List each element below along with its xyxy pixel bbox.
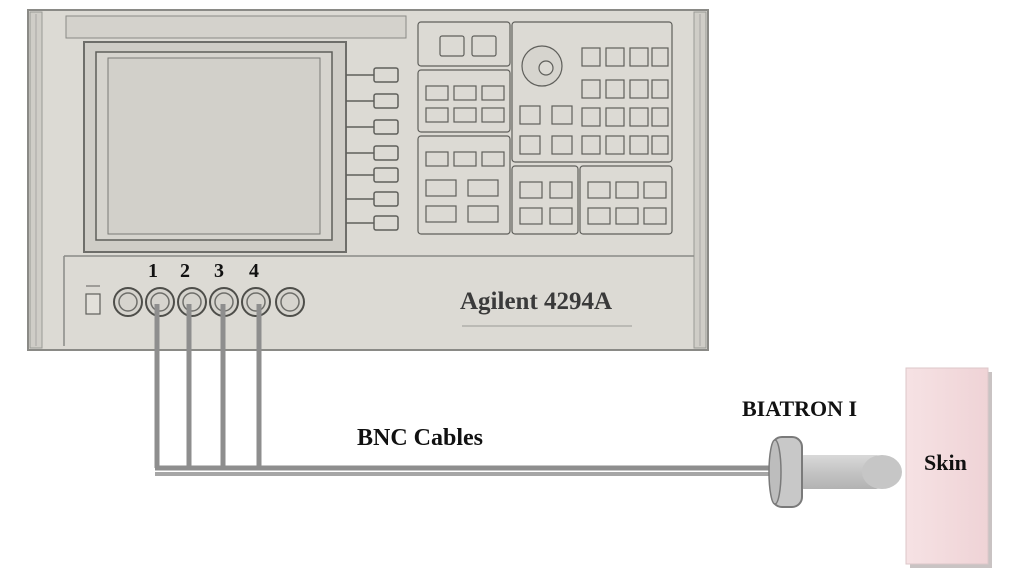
- probe-label: BIATRON I: [742, 396, 858, 421]
- bnc-port-4: [209, 287, 239, 317]
- cables-label: BNC Cables: [357, 425, 484, 451]
- port-label-1: 1: [148, 260, 158, 282]
- biatron-probe: [768, 436, 902, 508]
- instrument-name: Agilent 4294A: [460, 288, 613, 315]
- control-keypad: [417, 21, 673, 235]
- bnc-cables: [154, 304, 775, 476]
- bnc-port-2: [145, 287, 175, 317]
- port-label-2: 2: [180, 260, 190, 282]
- bnc-port-5: [241, 287, 271, 317]
- softkeys: [346, 67, 399, 231]
- bnc-port-6: [275, 287, 305, 317]
- port-label-4: 4: [249, 260, 259, 282]
- bnc-port-3: [177, 287, 207, 317]
- port-label-3: 3: [214, 260, 224, 282]
- skin-label: Skin: [924, 450, 967, 475]
- bnc-port-1: [113, 287, 143, 317]
- connector-row: [63, 255, 694, 346]
- skin-block: [905, 367, 992, 568]
- instrument-front-panel: [27, 9, 709, 351]
- display-screen: [83, 41, 347, 253]
